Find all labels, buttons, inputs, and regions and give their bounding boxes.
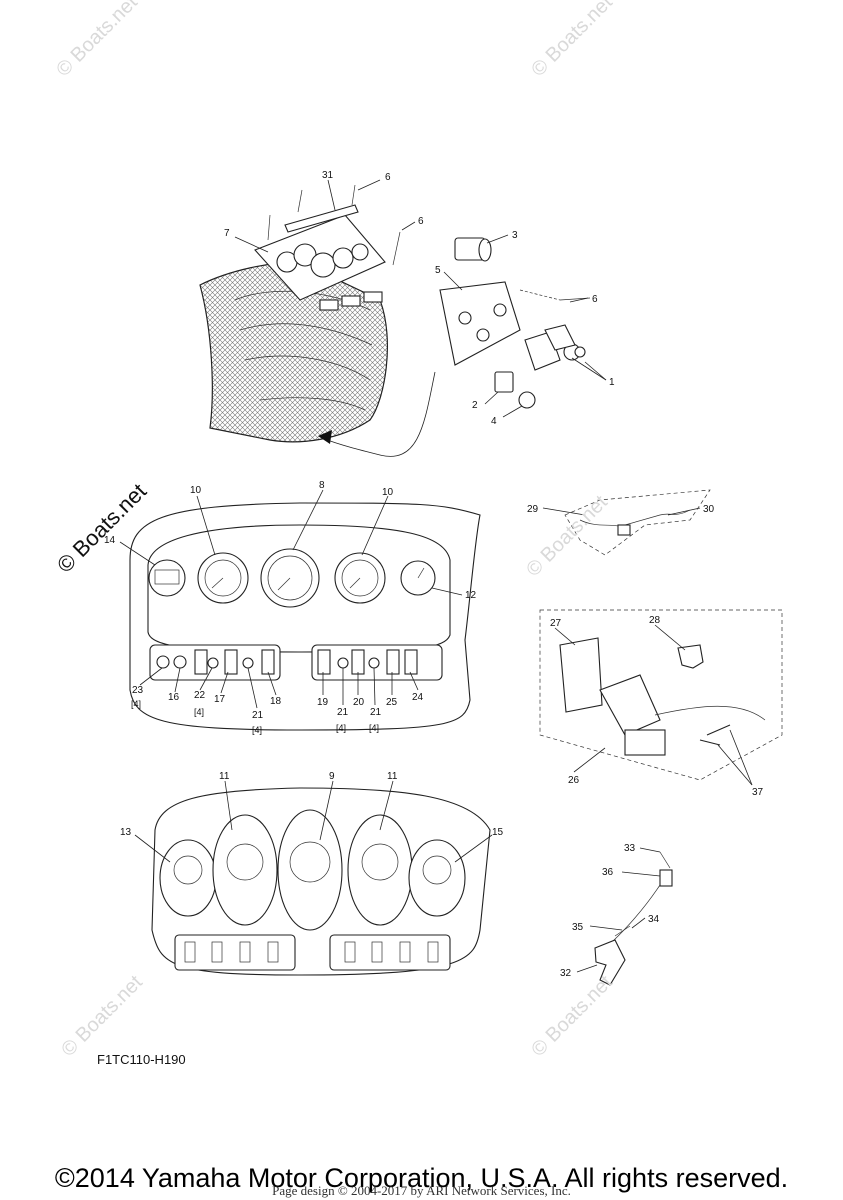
callout-34: 34 xyxy=(648,914,660,925)
callout-20: 20 xyxy=(353,697,365,708)
diagram-code: F1TC110-H190 xyxy=(97,1052,186,1067)
callout-30: 30 xyxy=(703,504,715,515)
callout-21: 21 xyxy=(337,707,349,718)
callout-2: 2 xyxy=(472,400,478,411)
callout-22: 22 xyxy=(194,690,206,701)
callout-21: 21 xyxy=(252,710,264,721)
callout-labels: 31 6 6 7 3 5 6 1 2 4 10 8 10 14 12 23 [4… xyxy=(104,170,764,979)
callout-35: 35 xyxy=(572,922,584,933)
quantity-21: [4] xyxy=(252,725,262,735)
switch-plate-assembly xyxy=(439,237,591,409)
callout-8: 8 xyxy=(319,480,325,491)
callout-6: 6 xyxy=(592,294,598,305)
page-design-credit: Page design © 2004-2017 by ARI Network S… xyxy=(272,1183,571,1198)
callout-24: 24 xyxy=(412,692,424,703)
callout-1: 1 xyxy=(609,377,615,388)
callout-14: 14 xyxy=(104,535,116,546)
callout-17: 17 xyxy=(214,694,226,705)
callout-4: 4 xyxy=(491,416,497,427)
callout-6: 6 xyxy=(385,172,391,183)
copyright-notice: ©2014 Yamaha Motor Corporation, U.S.A. A… xyxy=(54,1163,789,1193)
callout-11: 11 xyxy=(219,771,230,782)
callout-5: 5 xyxy=(435,265,441,276)
gauge-panel-front xyxy=(129,502,481,731)
console-housing-assembly xyxy=(199,184,436,457)
callout-3: 3 xyxy=(512,230,518,241)
callout-19: 19 xyxy=(317,697,329,708)
leader-lines xyxy=(119,179,753,973)
callout-26: 26 xyxy=(568,775,580,786)
callout-29: 29 xyxy=(527,504,539,515)
callout-18: 18 xyxy=(270,696,282,707)
callout-37: 37 xyxy=(752,787,764,798)
callout-36: 36 xyxy=(602,867,614,878)
callout-11: 11 xyxy=(387,771,398,782)
quantity-21: [4] xyxy=(336,723,346,733)
callout-13: 13 xyxy=(120,827,132,838)
callout-28: 28 xyxy=(649,615,661,626)
callout-27: 27 xyxy=(550,618,562,629)
quantity-21: [4] xyxy=(369,723,379,733)
callout-32: 32 xyxy=(560,968,572,979)
callout-33: 33 xyxy=(624,843,636,854)
quantity-23: [4] xyxy=(131,699,141,709)
gauge-panel-rear xyxy=(151,787,491,976)
callout-21: 21 xyxy=(370,707,382,718)
callout-10: 10 xyxy=(382,487,394,498)
callout-6: 6 xyxy=(418,216,424,227)
callout-10: 10 xyxy=(190,485,202,496)
relay-box-kit xyxy=(539,609,783,781)
callout-9: 9 xyxy=(329,771,335,782)
quantity-22: [4] xyxy=(194,707,204,717)
harness-kit xyxy=(564,489,711,556)
callout-25: 25 xyxy=(386,697,398,708)
callout-23: 23 xyxy=(132,685,144,696)
callout-7: 7 xyxy=(224,228,230,239)
callout-15: 15 xyxy=(492,827,504,838)
callout-31: 31 xyxy=(322,170,334,181)
lanyard-switch-kit xyxy=(594,851,673,986)
callout-16: 16 xyxy=(168,692,180,703)
callout-12: 12 xyxy=(465,590,477,601)
